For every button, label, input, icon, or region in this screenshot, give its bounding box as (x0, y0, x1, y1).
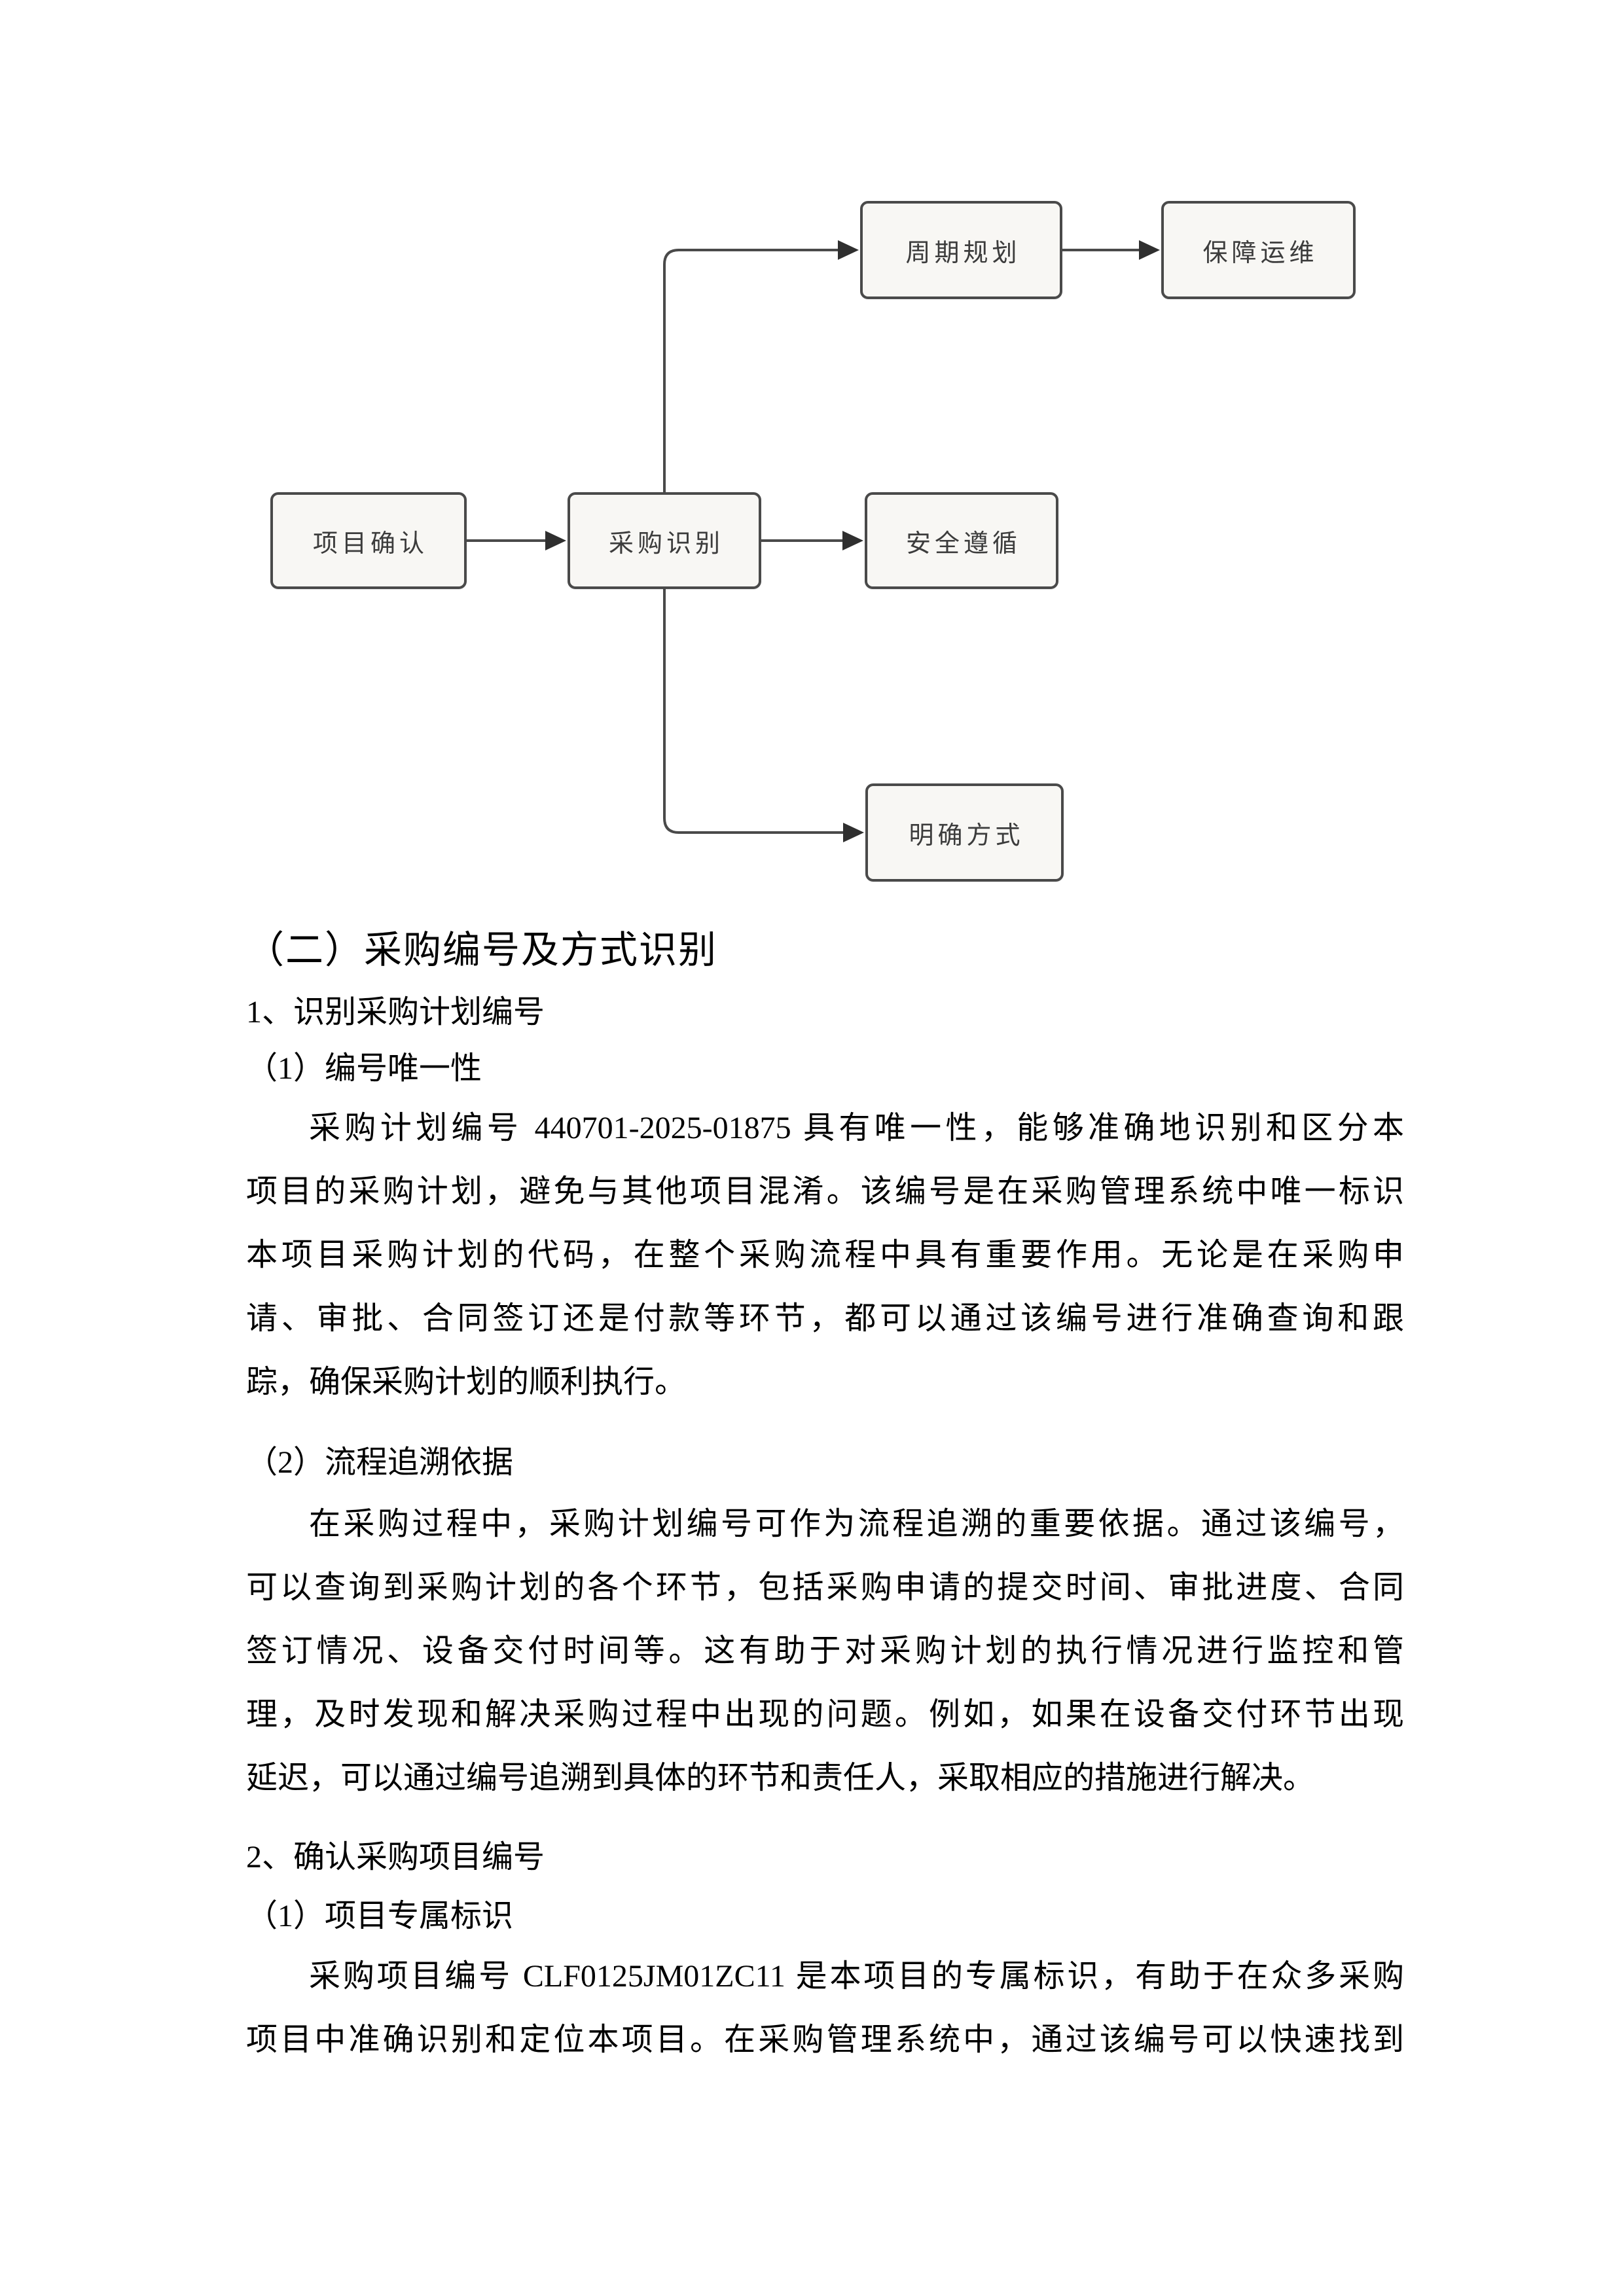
node-label: 采购识别 (608, 529, 724, 558)
text-line: 采购计划编号 440701-2025-01875 具有唯一性，能够准确地识别和区… (309, 1111, 1404, 1145)
text-line: 踪，确保采购计划的顺利执行。 (246, 1365, 687, 1399)
arrowhead-icon (843, 823, 864, 842)
arrowhead-icon (842, 531, 863, 550)
text-line: 采购项目编号 CLF0125JM01ZC11 是本项目的专属标识，有助于在众多采… (309, 1959, 1404, 1994)
section-heading: （二）采购编号及方式识别 (246, 929, 718, 971)
text-line: 签订情况、设备交付时间等。这有助于对采购计划的执行情况进行监控和管 (246, 1634, 1404, 1668)
text-line: 延迟，可以通过编号追溯到具体的环节和责任人，采取相应的措施进行解决。 (246, 1761, 1315, 1795)
flowchart-node-security-compliance: 安全遵循 (865, 492, 1058, 589)
arrowhead-icon (545, 531, 566, 550)
flowchart-connectors (467, 240, 1160, 842)
paragraph-plan-number-uniqueness: 采购计划编号 440701-2025-01875 具有唯一性，能够准确地识别和区… (246, 1096, 1404, 1414)
text-line: 项目中准确识别和定位本项目。在采购管理系统中，通过该编号可以快速找到 (246, 2022, 1404, 2057)
text-line: 本项目采购计划的代码，在整个采购流程中具有重要作用。无论是在采购申 (246, 1238, 1404, 1272)
node-label: 安全遵循 (905, 529, 1021, 558)
arrowhead-icon (1139, 240, 1160, 260)
connector-identify-cycle (663, 249, 839, 492)
paragraph-process-tracing: 在采购过程中，采购计划编号可作为流程追溯的重要依据。通过该编号， 可以查询到采购… (246, 1492, 1404, 1810)
text-line: 在采购过程中，采购计划编号可作为流程追溯的重要依据。通过该编号， (309, 1507, 1404, 1541)
arrowhead-icon (838, 240, 859, 260)
subheading-1-2: （2）流程追溯依据 (246, 1445, 514, 1480)
node-label: 明确方式 (909, 821, 1024, 850)
flowchart-node-project-confirmation: 项目确认 (270, 492, 467, 589)
flowchart-node-procurement-identification: 采购识别 (568, 492, 761, 589)
node-label: 周期规划 (905, 239, 1021, 267)
flowchart-node-support-operations: 保障运维 (1161, 201, 1356, 299)
text-line: 可以查询到采购计划的各个环节，包括采购申请的提交时间、审批进度、合同 (246, 1570, 1404, 1605)
text-line: 请、审批、合同签订还是付款等环节，都可以通过该编号进行准确查询和跟 (246, 1301, 1404, 1336)
connector-identify-method (663, 589, 844, 834)
flowchart-node-clarify-method: 明确方式 (865, 783, 1064, 882)
flowchart-node-cycle-planning: 周期规划 (860, 201, 1062, 299)
text-line: 理，及时发现和解决采购过程中出现的问题。例如，如果在设备交付环节出现 (246, 1697, 1404, 1732)
subheading-2-1: （1）项目专属标识 (246, 1899, 514, 1933)
subheading-1: 1、识别采购计划编号 (246, 995, 545, 1030)
node-label: 项目确认 (312, 529, 428, 558)
subheading-2: 2、确认采购项目编号 (246, 1840, 545, 1874)
paragraph-project-number-identifier: 采购项目编号 CLF0125JM01ZC11 是本项目的专属标识，有助于在众多采… (246, 1945, 1404, 2072)
subheading-1-1: （1）编号唯一性 (246, 1051, 482, 1086)
text-line: 项目的采购计划，避免与其他项目混淆。该编号是在采购管理系统中唯一标识 (246, 1174, 1404, 1209)
node-label: 保障运维 (1202, 239, 1318, 267)
